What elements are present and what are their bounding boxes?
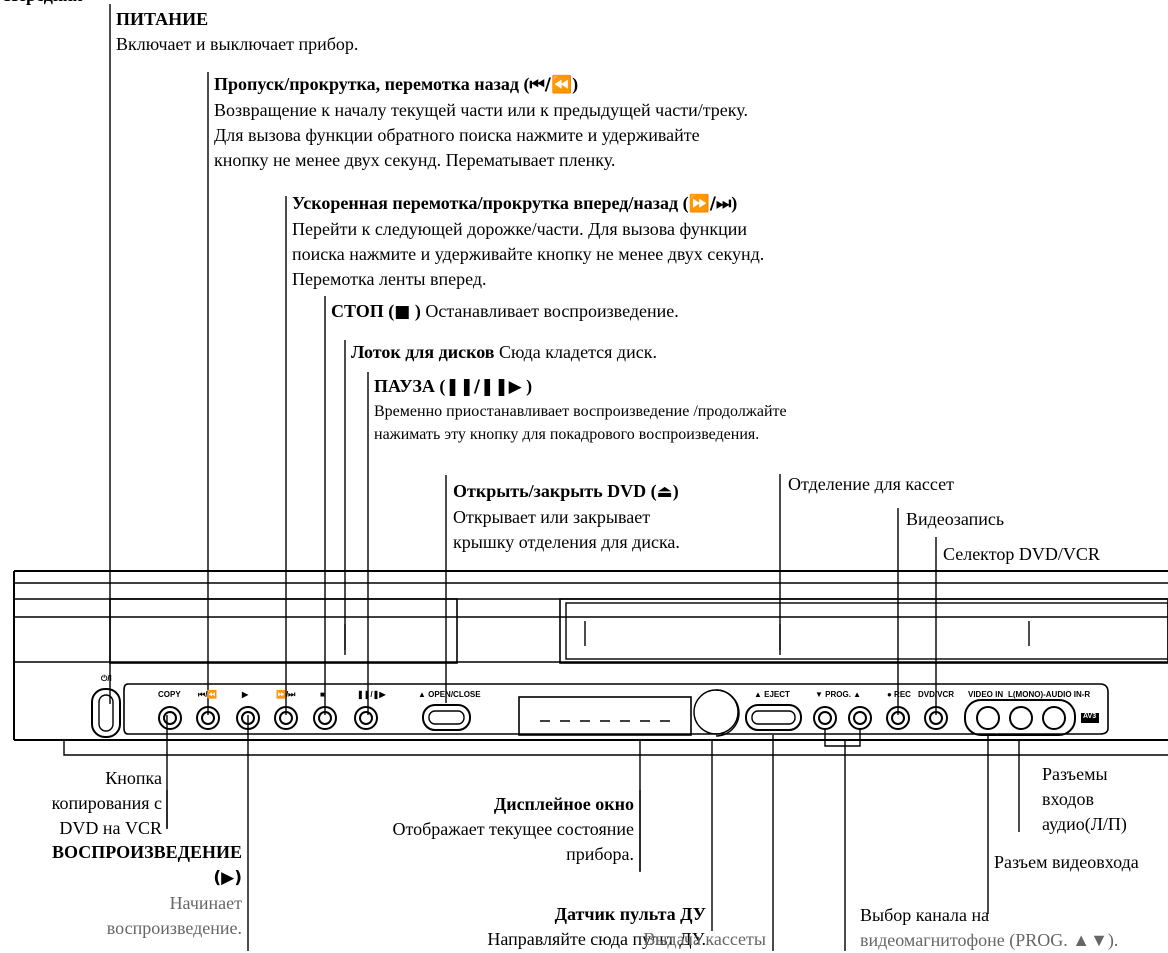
open-close-line-2: крышку отделения для диска.: [453, 532, 680, 552]
section-title-partial: Передняя: [4, 0, 83, 8]
display-title: Дисплейное окно: [493, 794, 634, 814]
tray-desc: Сюда кладется диск.: [499, 342, 657, 362]
skip-back-close: ): [572, 74, 579, 94]
skip-back-button-label: ⏮/⏪: [198, 690, 218, 699]
selector-callout: Селектор DVD/VCR: [943, 544, 1100, 564]
pause-line-1: Временно приостанавливает воспроизведени…: [374, 403, 787, 420]
rec-button-label: ● REC: [887, 690, 911, 699]
skip-fwd-button-label: ⏩/⏭: [276, 690, 296, 699]
play-title: ВОСПРОИЗВЕДЕНИЕ: [51, 842, 242, 862]
stop-icon: ■: [394, 302, 411, 322]
prog-line-1: Выбор канала на: [860, 905, 990, 925]
audio-in-label: L(MONO)-AUDIO IN-R: [1008, 690, 1091, 699]
skip-fwd-title: Ускоренная перемотка/прокрутка вперед/на…: [292, 193, 689, 213]
eject-button-label: ▲ EJECT: [754, 690, 790, 699]
pause-button-label: ❚❚/❚▶: [357, 690, 386, 699]
pause-close: ): [526, 376, 533, 396]
open-close-button-label: ▲ OPEN/CLOSE: [418, 690, 481, 699]
skip-back-line-1: Возвращение к началу текущей части или к…: [214, 100, 748, 120]
video-in-callout: Разъем видеовхода: [994, 852, 1139, 872]
pause-title: ПАУЗА (: [374, 376, 446, 396]
dvd-vcr-button-label: DVD/VCR: [918, 690, 955, 699]
remote-callout: Датчик пульта ДУ Направляйте сюда пульт …: [360, 902, 706, 952]
power-desc: Включает и выключает прибор.: [116, 34, 359, 54]
power-title: ПИТАНИЕ: [116, 9, 209, 29]
eject-icon: ⏏: [656, 482, 673, 502]
tray-title: Лоток для дисков: [351, 342, 495, 362]
copy-button-label: COPY: [158, 690, 181, 699]
pause-line-2: нажимать эту кнопку для покадрового восп…: [374, 426, 760, 443]
stop-desc: Останавливает воспроизведение.: [425, 301, 679, 321]
rec-callout: Видеозапись: [906, 509, 1005, 529]
copy-callout: Кнопка копирования с DVD на VCR: [0, 766, 162, 841]
av-label: AV3: [1083, 713, 1097, 720]
audio-in-line-3: аудио(Л/П): [1042, 814, 1127, 834]
prog-button-label: ▼ PROG. ▲: [815, 690, 862, 699]
skip-fwd-icon: ⏩/⏭: [688, 194, 732, 214]
play-line-2: воспроизведение.: [106, 918, 242, 938]
pause-callout: ПАУЗА (❚❚/❚❚▶ ) Временно приостанавливае…: [374, 374, 787, 446]
copy-line-3: DVD на VCR: [59, 818, 162, 838]
remote-title: Датчик пульта ДУ: [554, 904, 706, 924]
skip-back-line-2: Для вызова функции обратного поиска нажм…: [214, 125, 700, 145]
skip-fwd-line-3: Перемотка ленты вперед.: [292, 269, 487, 289]
stop-callout: СТОП (■ ) Останавливает воспроизведение.: [331, 299, 679, 325]
skip-back-title: Пропуск/прокрутка, перемотка назад (: [214, 74, 530, 94]
open-close-title: Открыть/закрыть DVD (: [453, 481, 657, 501]
skip-fwd-line-1: Перейти к следующей дорожке/части. Для в…: [292, 219, 748, 239]
power-callout: ПИТАНИЕ Включает и выключает прибор.: [116, 7, 358, 57]
tray-callout: Лоток для дисков Сюда кладется диск.: [351, 340, 657, 365]
play-callout: ВОСПРОИЗВЕДЕНИЕ (▶) Начинает воспроизвед…: [0, 840, 242, 941]
skip-fwd-close: ): [731, 193, 738, 213]
copy-line-1: Кнопка: [105, 768, 162, 788]
skip-fwd-callout: Ускоренная перемотка/прокрутка вперед/на…: [292, 191, 764, 292]
audio-in-line-1: Разъемы: [1042, 764, 1108, 784]
audio-in-line-2: входов: [1042, 789, 1094, 809]
copy-line-2: копирования с: [51, 793, 162, 813]
prog-line-2: видеомагнитофоне (PROG. ▲▼).: [860, 930, 1119, 950]
play-icon: (▶): [213, 868, 242, 888]
stop-button-label: ■: [320, 690, 325, 699]
display-callout: Дисплейное окно Отображает текущее состо…: [280, 792, 635, 867]
video-in-label: VIDEO IN: [968, 690, 1004, 699]
display-line-1: Отображает текущее состояние: [392, 819, 635, 839]
remote-desc: Направляйте сюда пульт ДУ.: [487, 929, 706, 949]
stop-close: ): [414, 301, 421, 321]
power-label: ⏻/I: [101, 674, 112, 683]
prog-callout: Выбор канала на видеомагнитофоне (PROG. …: [860, 903, 1118, 953]
display-line-2: прибора.: [566, 844, 634, 864]
play-line-1: Начинает: [169, 893, 242, 913]
skip-back-callout: Пропуск/прокрутка, перемотка назад (⏮/⏪)…: [214, 72, 748, 173]
skip-back-icon: ⏮/⏪: [529, 75, 573, 95]
play-button-label: ▶: [242, 690, 249, 699]
stop-title: СТОП (: [331, 301, 395, 321]
open-close-callout: Открыть/закрыть DVD (⏏) Открывает или за…: [453, 479, 680, 555]
cassette-callout: Отделение для кассет: [788, 474, 954, 494]
audio-in-callout: Разъемы входов аудио(Л/П): [1042, 762, 1127, 837]
open-close-line-1: Открывает или закрывает: [453, 507, 651, 527]
eject-callout: Выдача кассеты: [643, 929, 766, 949]
skip-back-line-3: кнопку не менее двух секунд. Перематывае…: [214, 150, 616, 170]
pause-icon: ❚❚/❚❚▶: [445, 377, 522, 397]
skip-fwd-line-2: поиска нажмите и удерживайте кнопку не м…: [292, 244, 765, 264]
open-close-close: ): [672, 481, 679, 501]
